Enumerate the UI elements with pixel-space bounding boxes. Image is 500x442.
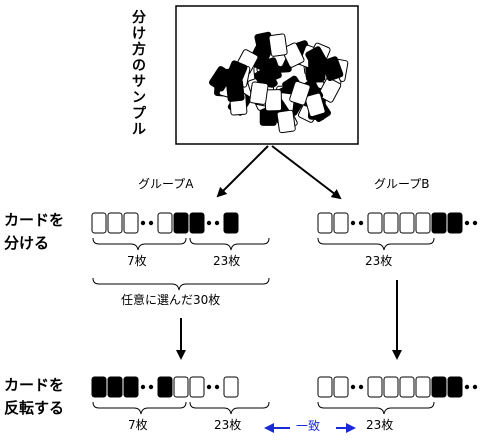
count-b-total: 23枚 (365, 254, 393, 268)
sample-card-49 (264, 89, 283, 112)
sample-card-pile (209, 31, 349, 134)
row1-b-dots-1 (358, 220, 364, 226)
row1-a-card-1 (107, 212, 123, 234)
count-a-black: 23枚 (213, 254, 241, 268)
row2-a-dots-1 (214, 384, 220, 390)
row2-a-card-2 (123, 376, 139, 398)
row2-b-card-0 (317, 376, 333, 398)
row2-b-dots-1 (358, 384, 364, 390)
row2-a-card-0 (91, 376, 107, 398)
row1-b-card-7 (431, 212, 447, 234)
row1-group-b-cards (317, 212, 478, 234)
row1-b-card-6 (415, 212, 431, 234)
row2-b-card-4 (383, 376, 399, 398)
count-a-white: 7枚 (127, 254, 147, 268)
row1-a-card-4 (157, 212, 173, 234)
row2-a-dots-0 (140, 384, 146, 390)
step-flip-line2: 反転する (4, 399, 65, 417)
step-flip-line1: カードを (4, 376, 65, 394)
count-flip-a-black: 7枚 (128, 418, 148, 432)
row2-b-card-8 (447, 376, 463, 398)
row1-b-dots-0 (350, 220, 356, 226)
brace-chosen-30 (92, 277, 270, 291)
row2-a-card-8 (223, 376, 239, 398)
row2-b-card-1 (333, 376, 349, 398)
match-label: 一致 (296, 419, 321, 433)
row1-a-card-0 (91, 212, 107, 234)
sample-card-56 (225, 60, 248, 86)
sample-card-53 (249, 81, 269, 105)
row2-b-dots-0 (350, 384, 356, 390)
brace-b-row1 (317, 237, 435, 251)
step-split-line2: 分ける (4, 234, 50, 252)
group-b-label: グループB (374, 177, 430, 191)
row1-a-card-8 (223, 212, 239, 234)
row1-b-card-5 (399, 212, 415, 234)
row2-a-card-5 (173, 376, 189, 398)
row2-a-card-4 (157, 376, 173, 398)
row2-a-card-1 (107, 376, 123, 398)
row2-b-dots-0 (464, 384, 470, 390)
row1-a-dots-1 (148, 220, 154, 226)
row1-b-card-1 (333, 212, 349, 234)
row1-b-dots-0 (464, 220, 470, 226)
sample-card-59 (305, 46, 329, 72)
sample-card-50 (276, 109, 296, 134)
count-flip-b: 23枚 (366, 418, 394, 432)
row2-group-a-cards (91, 376, 239, 398)
sample-card-54 (281, 42, 305, 68)
row2-b-card-7 (431, 376, 447, 398)
row1-a-card-6 (189, 212, 205, 234)
arrow-to-group-a (216, 145, 269, 198)
row1-a-dots-0 (206, 220, 212, 226)
sample-card-52 (304, 92, 326, 118)
sample-box-title: 分け方のサンプル (132, 10, 146, 138)
arrow-to-group-b (271, 145, 342, 200)
sample-card-58 (289, 80, 311, 106)
row2-group-b-cards (317, 376, 478, 398)
count-chosen-30: 任意に選んだ30枚 (121, 293, 221, 307)
brace-flip-a-black (92, 401, 187, 415)
row2-b-dots-1 (472, 384, 478, 390)
row1-a-dots-1 (214, 220, 220, 226)
row1-a-dots-0 (140, 220, 146, 226)
row2-a-dots-0 (206, 384, 212, 390)
row1-b-dots-1 (472, 220, 478, 226)
count-flip-a-white: 23枚 (214, 418, 242, 432)
brace-a-white (92, 237, 187, 251)
row1-a-card-5 (173, 212, 189, 234)
row2-b-card-3 (367, 376, 383, 398)
row1-b-card-3 (367, 212, 383, 234)
row2-b-card-6 (415, 376, 431, 398)
group-a-label: グループA (138, 177, 194, 191)
row2-a-dots-1 (148, 384, 154, 390)
row1-b-card-0 (317, 212, 333, 234)
brace-flip-a-white (189, 401, 270, 415)
row2-a-card-6 (189, 376, 205, 398)
sample-card-57 (268, 33, 288, 57)
row2-b-card-5 (399, 376, 415, 398)
row1-group-a-cards (91, 212, 239, 234)
row1-a-card-2 (123, 212, 139, 234)
brace-a-black (189, 237, 270, 251)
row1-b-card-4 (383, 212, 399, 234)
brace-flip-b (317, 401, 435, 415)
step-split-line1: カードを (4, 211, 65, 229)
row1-b-card-8 (447, 212, 463, 234)
